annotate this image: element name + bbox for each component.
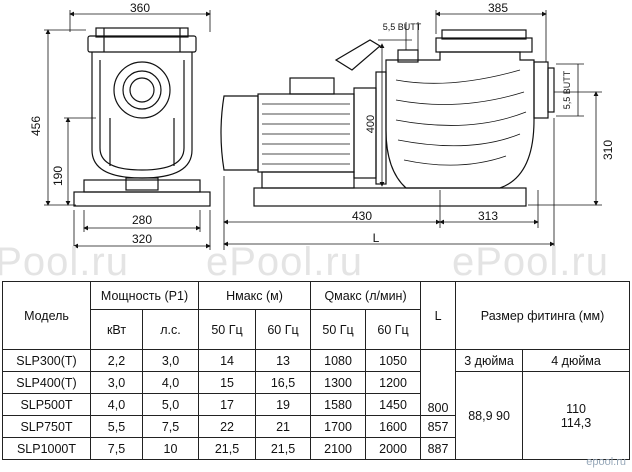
- cell-h60: 21,5: [255, 437, 312, 460]
- cell-fitting-4in-header: 4 дюйма: [522, 349, 631, 372]
- table-row: SLP300(T) 2,2 3,0 14 13 1080 1050 800 3 …: [2, 349, 631, 416]
- cell-h50: 14: [198, 349, 257, 372]
- cell-h60: 13: [255, 349, 312, 372]
- table-row: SLP400(T) 3,0 4,0 15 16,5 1300 1200 88,9…: [2, 371, 631, 460]
- cell-hp: 10: [141, 437, 200, 460]
- header-q60: 60 Гц: [365, 309, 422, 350]
- cell-l: 857: [420, 415, 457, 438]
- header-hp: л.с.: [141, 309, 200, 350]
- header-q50: 50 Гц: [310, 309, 367, 350]
- cell-q60: 1450: [365, 393, 422, 416]
- cell-fitting-4in: 110 114,3: [522, 371, 631, 460]
- cell-kw: 5,5: [90, 415, 143, 438]
- dim-side-axis-height: 310: [601, 140, 615, 160]
- cell-q50: 1080: [310, 349, 367, 372]
- cell-kw: 2,2: [90, 349, 143, 372]
- cell-hp: 3,0: [141, 349, 200, 372]
- header-power: Мощность (P1): [89, 281, 200, 310]
- dim-front-width: 360: [130, 1, 150, 15]
- header-h60: 60 Гц: [255, 309, 312, 350]
- dim-front-base-inner: 280: [132, 213, 152, 227]
- cell-h50: 17: [198, 393, 257, 416]
- dim-front-base-outer: 320: [132, 232, 152, 246]
- dim-front-height: 456: [29, 116, 43, 136]
- watermark: ePool.ru: [452, 240, 609, 284]
- cell-h50: 22: [198, 415, 257, 438]
- cell-h50: 15: [198, 371, 257, 394]
- header-qmax: Qмакс (л/мин): [310, 281, 422, 310]
- cell-q50: 2100: [310, 437, 367, 460]
- cell-model: SLP400(T): [2, 371, 91, 394]
- cell-q60: 1050: [365, 349, 422, 372]
- pump-technical-drawing: 360 456 190 280 320: [29, 1, 615, 250]
- cell-h60: 19: [255, 393, 312, 416]
- dim-front-axis: 190: [51, 166, 65, 186]
- cell-model: SLP1000T: [2, 437, 91, 460]
- header-kw: кВт: [90, 309, 143, 350]
- dim-side-port-right: 5,5 BUTT: [562, 70, 572, 109]
- fitting-4in-value-2: 114,3: [560, 415, 592, 430]
- header-model: Модель: [2, 281, 91, 350]
- cell-h50: 21,5: [198, 437, 257, 460]
- cell-fitting-3in: 88,9 90: [455, 371, 524, 460]
- cell-l: 887: [420, 437, 457, 460]
- header-h50: 50 Гц: [198, 309, 257, 350]
- cell-fitting-3in-header: 3 дюйма: [455, 349, 524, 372]
- table-row: SLP1000T 7,5 10 21,5 21,5 2100 2000 887: [2, 437, 630, 460]
- spec-table: Модель Мощность (P1) Hмакс (м) Qмакс (л/…: [2, 281, 631, 460]
- header-hmax: Hмакс (м): [198, 281, 312, 310]
- cell-kw: 7,5: [90, 437, 143, 460]
- cell-q60: 2000: [365, 437, 422, 460]
- cell-q50: 1580: [310, 393, 367, 416]
- dim-side-pipe-height: 400: [365, 115, 377, 133]
- cell-l: 800: [420, 349, 457, 416]
- dim-side-port-top: 5,5 BUTT: [383, 22, 422, 32]
- side-view: [220, 29, 555, 207]
- cell-q60: 1600: [365, 415, 422, 438]
- dim-side-pump-len: 313: [478, 209, 498, 223]
- brand-mark: epool.ru: [586, 456, 626, 468]
- cell-q50: 1700: [310, 415, 367, 438]
- watermark: ePool.ru: [0, 240, 129, 284]
- dim-side-total: L: [373, 231, 380, 245]
- cell-kw: 4,0: [90, 393, 143, 416]
- cell-hp: 5,0: [141, 393, 200, 416]
- header-l: L: [420, 281, 457, 350]
- cell-model: SLP750T: [2, 415, 91, 438]
- cell-model: SLP300(T): [2, 349, 91, 372]
- header-fitting: Размер фитинга (мм): [455, 281, 631, 350]
- cell-q60: 1200: [365, 371, 422, 394]
- dim-side-motor-len: 430: [352, 209, 372, 223]
- cell-h60: 21: [255, 415, 312, 438]
- cell-hp: 7,5: [141, 415, 200, 438]
- front-view: [73, 27, 211, 207]
- cell-kw: 3,0: [90, 371, 143, 394]
- cell-hp: 4,0: [141, 371, 200, 394]
- watermark: ePool.ru: [206, 240, 363, 284]
- fitting-4in-value-1: 110: [566, 401, 587, 416]
- cell-h60: 16,5: [255, 371, 312, 394]
- side-dimensions: [223, 10, 602, 250]
- cell-q50: 1300: [310, 371, 367, 394]
- front-dimensions: [44, 10, 211, 250]
- dim-side-top-width: 385: [488, 1, 508, 15]
- cell-model: SLP500T: [2, 393, 91, 416]
- table-row: SLP500T 4,0 5,0 17 19 1580 1450: [2, 393, 630, 416]
